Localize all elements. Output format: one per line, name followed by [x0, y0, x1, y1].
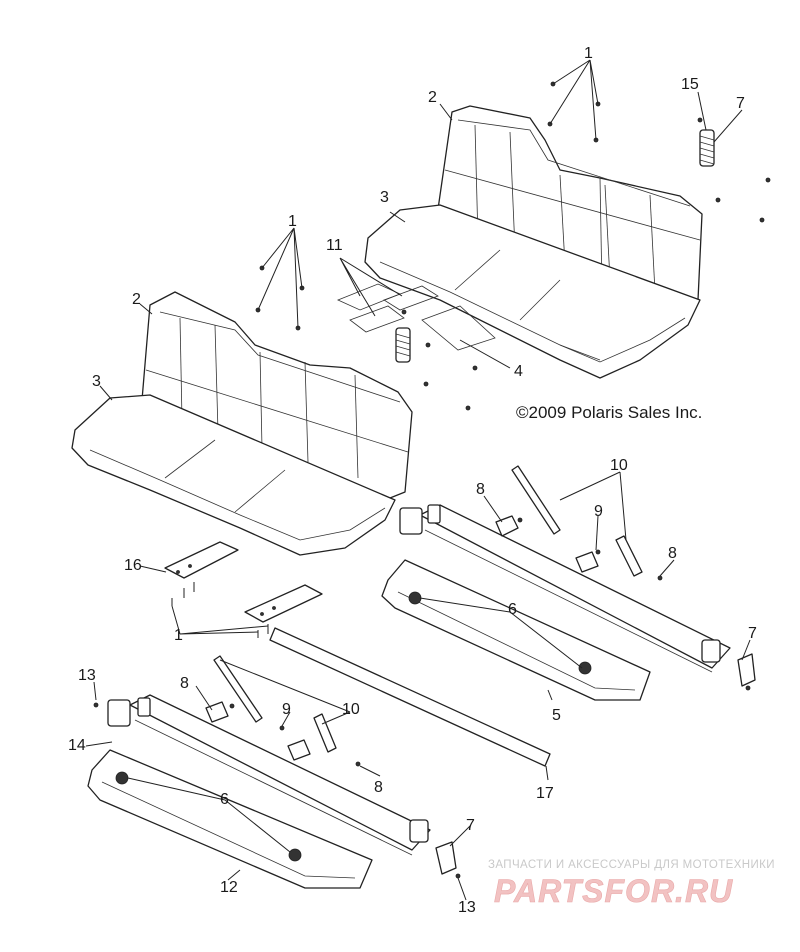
copyright-text: ©2009 Polaris Sales Inc.: [516, 403, 702, 422]
callout-16: 16: [124, 557, 142, 574]
spring-assembly: [395, 129, 715, 363]
callout-labels: 1 2 15 7 3 1 11 2 4 3 10 8 9 8 16 6 1 7 …: [68, 45, 757, 916]
callout-7: 7: [748, 625, 757, 642]
callout-10: 10: [610, 457, 628, 474]
callout-3: 3: [92, 373, 101, 390]
watermark-logo: PARTSFOR.RU: [494, 873, 733, 909]
watermark-tagline: ЗАПЧАСТИ И АКСЕССУАРЫ ДЛЯ МОТОТЕХНИКИ: [488, 859, 775, 871]
callout-12: 12: [220, 879, 238, 896]
callout-7: 7: [736, 95, 745, 112]
callout-1: 1: [584, 45, 593, 62]
callout-8: 8: [668, 545, 677, 562]
callout-6: 6: [220, 791, 229, 808]
callout-8: 8: [180, 675, 189, 692]
callout-9: 9: [282, 701, 291, 718]
leader-lines: [85, 59, 751, 901]
watermark: ЗАПЧАСТИ И АКСЕССУАРЫ ДЛЯ МОТОТЕХНИКИ PA…: [488, 859, 775, 909]
callout-4: 4: [514, 363, 523, 380]
callout-17: 17: [536, 785, 554, 802]
callout-9: 9: [594, 503, 603, 520]
callout-3: 3: [380, 189, 389, 206]
front-seat-frame: [87, 694, 431, 889]
callout-1: 1: [288, 213, 297, 230]
rear-seat-frame: [381, 504, 731, 701]
front-seat-cushion: [71, 394, 396, 556]
callout-5: 5: [552, 707, 561, 724]
callout-2: 2: [428, 89, 437, 106]
callout-2: 2: [132, 291, 141, 308]
callout-10: 10: [342, 701, 360, 718]
seatbelt-buckles: [93, 515, 756, 879]
callout-6: 6: [508, 601, 517, 618]
seat-brackets: [164, 541, 323, 638]
decal-set: [336, 283, 496, 351]
callout-8: 8: [476, 481, 485, 498]
callout-13: 13: [78, 667, 96, 684]
callout-13: 13: [458, 899, 476, 916]
callout-8: 8: [374, 779, 383, 796]
callout-1: 1: [174, 627, 183, 644]
callout-14: 14: [68, 737, 86, 754]
callout-11: 11: [326, 237, 343, 254]
callout-7: 7: [466, 817, 475, 834]
gas-struts: [213, 465, 643, 753]
rear-seat-cushion: [364, 204, 701, 379]
callout-15: 15: [681, 76, 699, 93]
rod: [269, 627, 551, 767]
